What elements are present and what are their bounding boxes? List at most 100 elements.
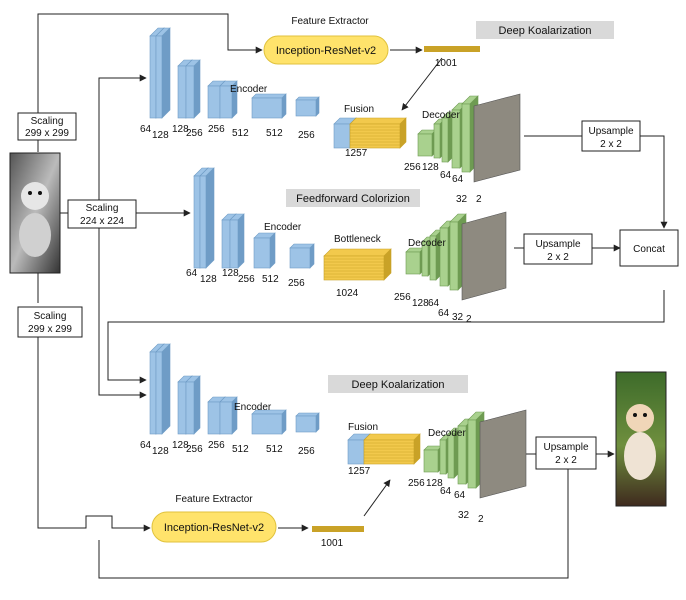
enc-mid-layer-5 xyxy=(289,243,315,269)
scaling-box-top: Scaling 299 x 299 xyxy=(17,112,77,141)
enc-top-layer-3 xyxy=(185,59,201,119)
scaling-box-mid: Scaling 224 x 224 xyxy=(67,199,137,229)
dec-mid-nums-n-4: 32 xyxy=(452,312,464,323)
mid-banner: Feedforward Colorizion xyxy=(286,189,420,207)
mid-encoder-label: Encoder xyxy=(264,222,302,233)
scaling-top-label: Scaling xyxy=(31,116,64,127)
bottom-banner: Deep Koalarization xyxy=(328,375,468,393)
enc-bot-nums-n-1: 128 xyxy=(152,446,169,457)
dec-top-nums-n-1: 128 xyxy=(422,162,439,173)
dec-top-layer-0 xyxy=(417,129,437,157)
enc-mid-n-1: 128 xyxy=(200,274,217,285)
bottom-extractor-name: Inception-ResNet-v2 xyxy=(164,522,264,534)
dec-bot-nums-n-4: 32 xyxy=(458,510,470,521)
top-vector-size: 1001 xyxy=(435,58,458,69)
output-color-photo xyxy=(615,371,667,507)
top-feature-vector: 1001 xyxy=(424,46,480,69)
dec-top-nums-n-4: 32 xyxy=(456,194,468,205)
bottleneck-size: 1024 xyxy=(336,288,359,299)
enc-top-nums-n-1: 128 xyxy=(152,130,169,141)
top-encoder xyxy=(149,27,320,119)
bottom-feature-vector: 1001 xyxy=(312,526,364,549)
dec-mid-nums-n-1: 128 xyxy=(412,298,429,309)
enc-mid-layer-1 xyxy=(199,167,215,269)
concat-label: Concat xyxy=(633,244,665,255)
enc-mid-n-3: 256 xyxy=(238,274,255,285)
dec-mid-nums-n-0: 256 xyxy=(394,292,411,303)
top-encoder-label: Encoder xyxy=(230,84,268,95)
bottom-feature-extractor: Inception-ResNet-v2 xyxy=(151,511,277,543)
top-upsample-label: Upsample xyxy=(588,126,633,137)
mid-decoder xyxy=(405,211,507,301)
bottom-upsample-box: Upsample 2 x 2 xyxy=(535,436,597,470)
enc-bot-layer-1 xyxy=(155,343,171,435)
dec-bot-nums-n-0: 256 xyxy=(408,478,425,489)
scaling-box-bottom: Scaling 299 x 299 xyxy=(17,306,83,338)
enc-bot-nums-n-2: 128 xyxy=(172,440,189,451)
enc-top-nums-n-2: 128 xyxy=(172,124,189,135)
enc-top-nums-n-5: 512 xyxy=(232,128,249,139)
enc-top-layer-1 xyxy=(155,27,171,119)
top-extractor-name: Inception-ResNet-v2 xyxy=(276,45,376,57)
bottom-vector-size: 1001 xyxy=(321,538,344,549)
dec-bot-nums-n-1: 128 xyxy=(426,478,443,489)
bottom-fusion-label: Fusion xyxy=(348,422,378,433)
scaling-mid-label: Scaling xyxy=(86,203,119,214)
mid-banner-text: Feedforward Colorizion xyxy=(296,193,410,205)
enc-bot-nums-n-5: 512 xyxy=(232,444,249,455)
dec-top-nums-n-5: 2 xyxy=(476,194,482,205)
enc-bot-nums-n-0: 64 xyxy=(140,440,152,451)
dec-mid-nums-n-2: 64 xyxy=(428,298,440,309)
enc-mid-n-0: 64 xyxy=(186,268,198,279)
bottleneck-label: Bottleneck xyxy=(334,234,382,245)
top-feature-extractor: Inception-ResNet-v2 xyxy=(263,35,389,65)
top-extractor-title: Feature Extractor xyxy=(291,16,369,27)
dec-top-output-texture xyxy=(473,93,521,183)
enc-mid-n-2: 128 xyxy=(222,268,239,279)
bottom-fusion-size: 1257 xyxy=(348,466,371,477)
bottleneck-body xyxy=(323,248,392,281)
enc-top-nums-n-0: 64 xyxy=(140,124,152,135)
top-upsample-size: 2 x 2 xyxy=(600,139,622,150)
enc-bot-layer-7 xyxy=(295,412,320,433)
enc-top-nums-n-7: 256 xyxy=(298,130,315,141)
top-decoder-label: Decoder xyxy=(422,110,460,121)
enc-bot-nums-n-3: 256 xyxy=(186,444,203,455)
dec-bot-nums-n-2: 64 xyxy=(440,486,452,497)
enc-mid-n-4: 512 xyxy=(262,274,279,285)
mid-upsample-size: 2 x 2 xyxy=(547,252,569,263)
mid-branch: Feedforward Colorizion Encoder 641281282… xyxy=(186,167,679,325)
bottom-encoder xyxy=(149,343,320,435)
enc-bot-layer-3 xyxy=(185,375,201,435)
dec-mid-nums-n-5: 2 xyxy=(466,314,472,325)
top-fusion-block xyxy=(333,117,407,149)
enc-top-nums-n-4: 256 xyxy=(208,124,225,135)
dec-bot-nums-n-3: 64 xyxy=(454,490,466,501)
enc-bot-nums-n-4: 256 xyxy=(208,440,225,451)
dec-top-nums-n-2: 64 xyxy=(440,170,452,181)
dec-mid-nums-n-3: 64 xyxy=(438,308,450,319)
dec-bot-layer-0 xyxy=(423,445,443,473)
dec-bot-output-texture xyxy=(479,409,527,499)
enc-bot-nums-n-6: 512 xyxy=(266,444,283,455)
bottom-decoder-label: Decoder xyxy=(428,428,466,439)
enc-top-layer-6 xyxy=(251,93,287,119)
mid-decoder-label: Decoder xyxy=(408,238,446,249)
dec-bot-nums-n-5: 2 xyxy=(478,514,484,525)
bottom-upsample-size: 2 x 2 xyxy=(555,455,577,466)
bottom-upsample-label: Upsample xyxy=(543,442,588,453)
enc-bot-layer-5 xyxy=(219,396,238,435)
dec-top-nums-n-0: 256 xyxy=(404,162,421,173)
enc-top-nums-n-3: 256 xyxy=(186,128,203,139)
dec-top-nums-n-3: 64 xyxy=(452,174,464,185)
top-banner-text: Deep Koalarization xyxy=(499,25,592,37)
enc-top-layer-5 xyxy=(219,80,238,119)
bottom-decoder xyxy=(423,409,527,499)
bottom-banner-text: Deep Koalarization xyxy=(352,379,445,391)
